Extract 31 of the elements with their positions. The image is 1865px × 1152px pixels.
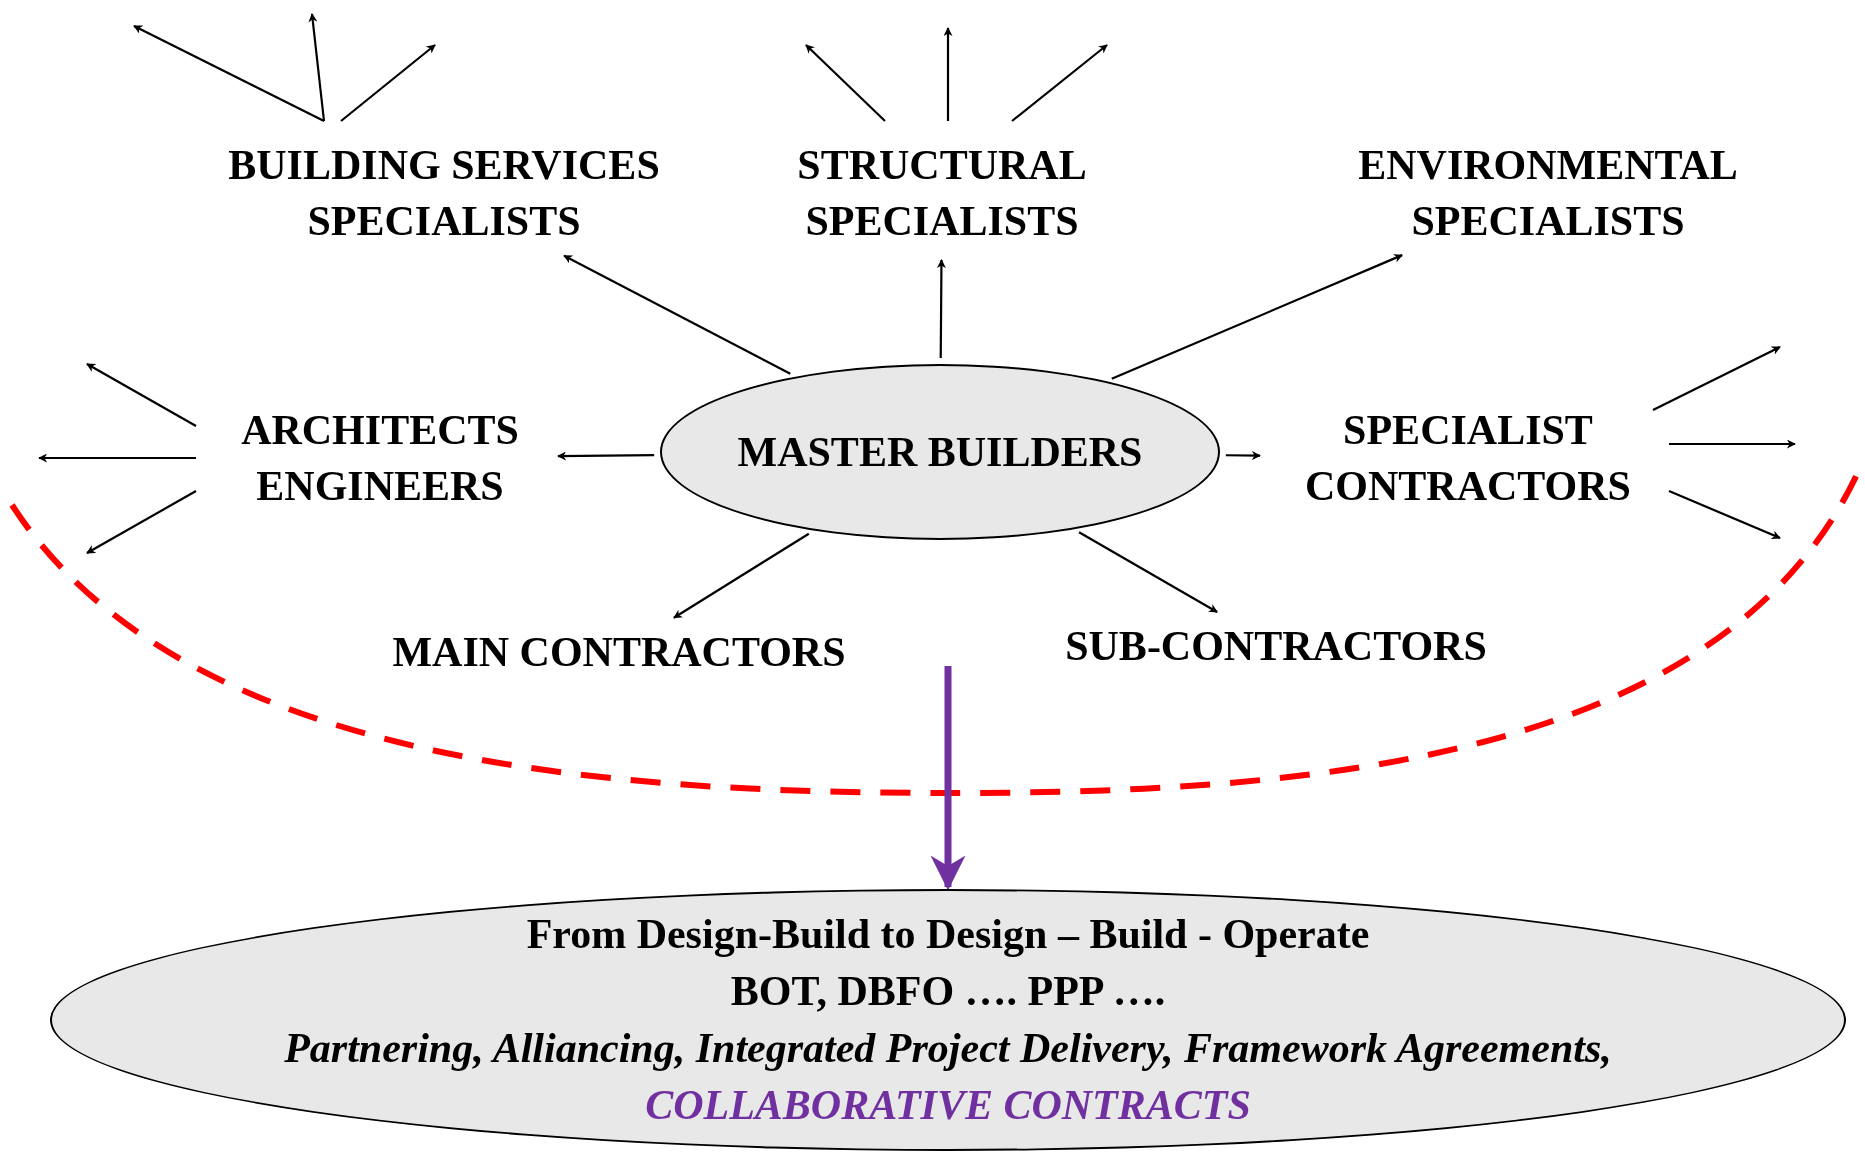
group-label: ARCHITECTS ENGINEERS xyxy=(210,399,550,517)
group-label: BUILDING SERVICES SPECIALISTS xyxy=(184,134,704,252)
arrow xyxy=(1652,346,1781,411)
arrow xyxy=(805,44,886,122)
arrow xyxy=(557,451,655,461)
group-label: SUB-CONTRACTORS xyxy=(1021,616,1531,676)
group-label: MAIN CONTRACTORS xyxy=(349,622,889,682)
scheme-line: COLLABORATIVE CONTRACTS xyxy=(645,1081,1251,1130)
arrow xyxy=(1668,490,1781,539)
arrow xyxy=(340,44,436,122)
group-label: STRUCTURAL SPECIALISTS xyxy=(762,134,1122,252)
scheme-line: Partnering, Alliancing, Integrated Project Delivery, Framework Agreements, xyxy=(284,1024,1612,1073)
arrow xyxy=(1011,44,1108,122)
arrow xyxy=(1111,254,1403,380)
scheme-line: BOT, DBFO …. PPP …. xyxy=(730,967,1166,1016)
group-label: ENVIRONMENTAL SPECIALISTS xyxy=(1323,134,1773,252)
arrow xyxy=(133,25,325,122)
arrow xyxy=(1078,531,1218,613)
node-label: MASTER BUILDERS xyxy=(737,427,1143,477)
arrow xyxy=(1669,439,1796,449)
arrow xyxy=(86,490,197,554)
arrow xyxy=(86,363,197,427)
arrow xyxy=(943,27,953,121)
arrow xyxy=(1225,451,1261,461)
arrow xyxy=(308,13,326,122)
arrow xyxy=(936,259,946,358)
arrow xyxy=(673,532,810,619)
scheme-line: From Design-Build to Design – Build - Operate xyxy=(526,910,1370,959)
arrow xyxy=(563,254,791,375)
arrow xyxy=(38,453,196,463)
group-label: SPECIALIST CONTRACTORS xyxy=(1268,399,1668,517)
